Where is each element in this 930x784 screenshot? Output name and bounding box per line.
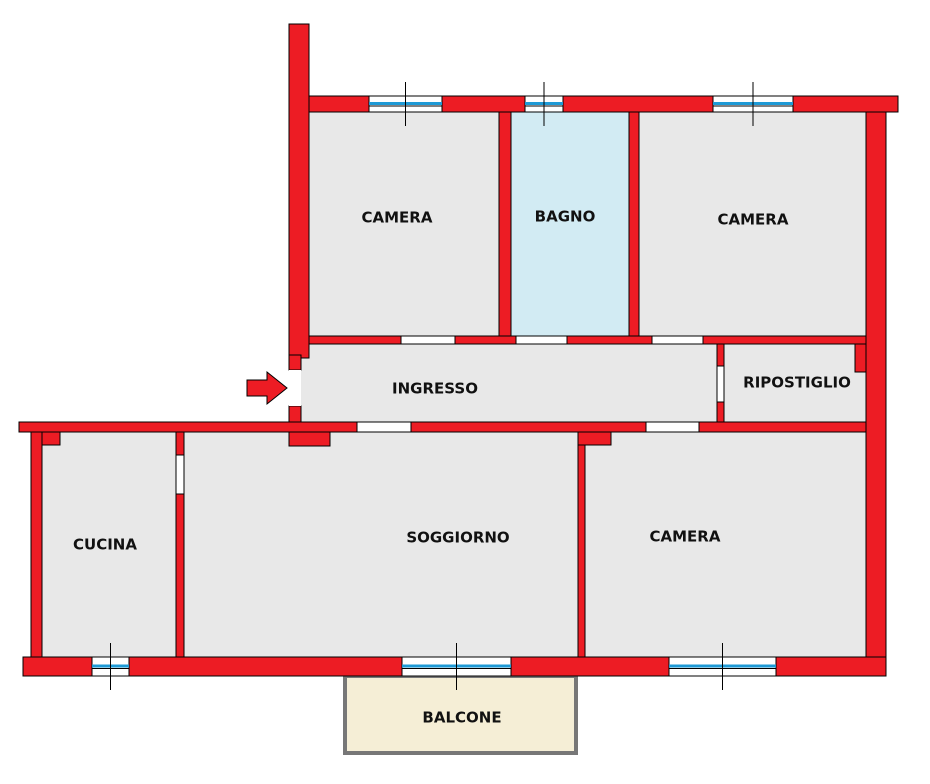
door (651, 335, 704, 345)
room-cucina (41, 431, 177, 658)
window (712, 82, 794, 126)
room-camera-bottom (584, 431, 867, 658)
label-camera-top-left: CAMERA (362, 209, 433, 227)
label-cucina: CUCINA (73, 536, 137, 554)
label-camera-bottom: CAMERA (650, 528, 721, 546)
door (175, 454, 185, 495)
window (368, 82, 443, 126)
room-soggiorno (183, 431, 579, 658)
doors (175, 335, 725, 495)
window (91, 643, 130, 690)
window (524, 82, 564, 126)
door (515, 335, 568, 345)
window (401, 643, 512, 690)
door (400, 335, 456, 345)
label-ingresso: INGRESSO (392, 380, 478, 398)
door (645, 421, 700, 433)
label-bagno: BAGNO (535, 208, 596, 226)
entrance-door (289, 370, 301, 406)
room-balcone (343, 674, 578, 755)
windows (91, 82, 794, 690)
window (668, 643, 777, 690)
room-ingresso (294, 343, 718, 423)
label-balcone: BALCONE (422, 709, 501, 727)
room-bagno (510, 111, 630, 337)
room-ripostiglio (723, 343, 867, 423)
label-ripostiglio: RIPOSTIGLIO (743, 374, 851, 392)
label-camera-top-right: CAMERA (718, 211, 789, 229)
room-camera-top-left (308, 111, 500, 337)
door (356, 421, 412, 433)
label-soggiorno: SOGGIORNO (406, 529, 509, 547)
arrow-right-icon (246, 370, 288, 406)
door (716, 365, 725, 403)
